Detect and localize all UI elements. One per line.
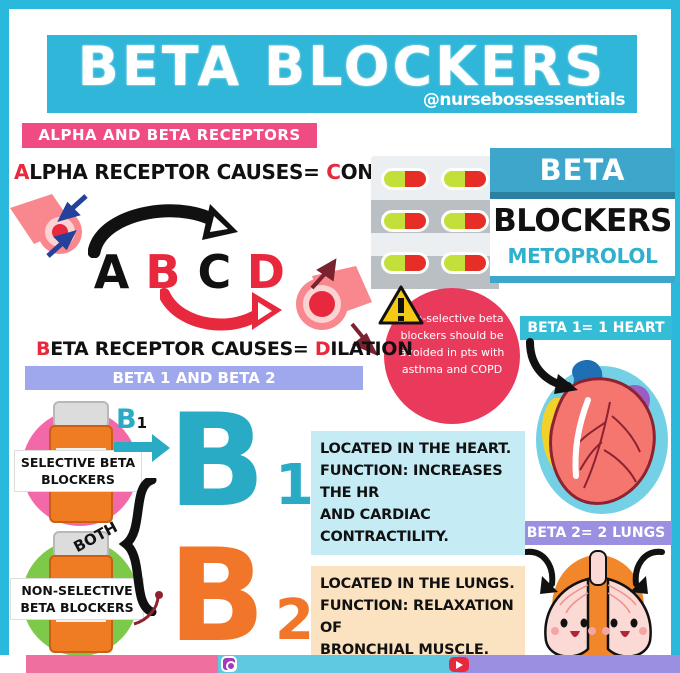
beta1-arrow-tag-sub: 1	[136, 414, 148, 432]
strip-segment	[26, 655, 218, 673]
abcd-mnemonic: A B C D	[88, 245, 289, 299]
strip-segment	[218, 655, 458, 673]
lungs-illustration	[544, 550, 652, 659]
beta2-description-line2: FUNCTION: RELAXATION OF	[320, 598, 514, 636]
section-header-beta-types: BETA 1 AND BETA 2	[25, 366, 363, 390]
warning-text: Non-selective beta blockers should be av…	[399, 312, 505, 376]
frame-border-right	[671, 0, 680, 673]
beta1-heart-label: BETA 1= 1 HEART	[520, 316, 672, 340]
beta1-symbol: B	[168, 387, 266, 536]
selective-bottle-label-line2: BLOCKERS	[41, 472, 115, 487]
beta1-description-line1: LOCATED IN THE HEART.	[320, 441, 511, 457]
nonselective-bottle-label-line1: NON-SELECTIVE	[21, 583, 133, 598]
capsule-icon	[441, 252, 489, 274]
dilation-arrows-icon	[310, 258, 379, 357]
beta1-arrow-icon	[114, 434, 170, 462]
heart-illustration	[536, 359, 668, 514]
constriction-arrows-icon	[46, 194, 88, 258]
frame-border-left	[0, 0, 9, 673]
product-card-top: BETA	[490, 148, 675, 192]
curved-arrow-down-right-icon	[88, 204, 238, 258]
beta2-description: LOCATED IN THE LUNGS. FUNCTION: RELAXATI…	[311, 566, 525, 668]
section-header-beta-types-label: BETA 1 AND BETA 2	[112, 369, 276, 387]
product-card-beta-label: BETA	[539, 153, 626, 187]
selective-bottle-label-line1: SELECTIVE BETA	[20, 455, 136, 470]
mnemonic-letter-d: D	[246, 245, 285, 299]
beta1-description: LOCATED IN THE HEART. FUNCTION: INCREASE…	[311, 431, 525, 555]
section-header-receptors-label: ALPHA AND BETA RECEPTORS	[38, 126, 301, 144]
section-header-receptors: ALPHA AND BETA RECEPTORS	[22, 123, 317, 148]
strip-segment	[0, 655, 26, 673]
beta-receptor-statement: BETA RECEPTOR CAUSES= DILATION	[36, 338, 413, 360]
title-banner: BETA BLOCKERS @nursebossessentials	[47, 35, 637, 113]
footer-social-strip	[0, 655, 680, 673]
beta2-lungs-label-text: BETA 2= 2 LUNGS	[526, 525, 666, 541]
beta1-description-line3: AND CARDIAC CONTRACTILITY.	[320, 507, 449, 545]
beta2-description-line1: LOCATED IN THE LUNGS.	[320, 576, 515, 592]
beta1-arrow-tag-symbol: B	[116, 404, 137, 435]
capsule-icon	[441, 210, 489, 232]
beta2-symbol: B	[168, 522, 266, 671]
selective-bottle-label: SELECTIVE BETA BLOCKERS	[14, 450, 142, 492]
frame-border-top	[0, 0, 680, 9]
product-card-divider	[490, 192, 675, 199]
product-card-drug-name: METOPROLOL	[507, 244, 658, 268]
product-card-blockers-label: BLOCKERS	[493, 203, 672, 239]
beta2-lungs-label: BETA 2= 2 LUNGS	[520, 521, 672, 545]
beta-initial: B	[36, 338, 51, 360]
heart-pointer-arrow-icon	[526, 338, 578, 394]
blister-pack-illustration	[371, 156, 499, 289]
beta-statement-mid: ETA RECEPTOR CAUSES=	[50, 338, 315, 360]
alpha-receptor-statement: ALPHA RECEPTOR CAUSES= CONSTRICTION	[14, 160, 492, 184]
alpha-statement-mid: LPHA RECEPTOR CAUSES=	[29, 160, 327, 184]
capsule-icon	[381, 168, 429, 190]
lungs-pointer-arrows-icon	[523, 548, 665, 594]
beta1-heart-label-text: BETA 1= 1 HEART	[527, 320, 665, 336]
capsule-icon	[381, 252, 429, 274]
beta2-description-line3: BRONCHIAL MUSCLE.	[320, 642, 489, 658]
nonselective-bottle-label: NON-SELECTIVE BETA BLOCKERS	[10, 578, 144, 620]
constricted-vessel-illustration	[10, 194, 82, 254]
warning-triangle-icon	[378, 285, 424, 325]
page-title: BETA BLOCKERS	[77, 35, 607, 98]
alpha-initial: A	[14, 160, 30, 184]
product-card-bottom-rule	[490, 276, 675, 283]
beta1-description-line2: FUNCTION: INCREASES THE HR	[320, 463, 503, 501]
curved-arrow-up-right-red-icon	[160, 288, 282, 331]
instagram-icon[interactable]	[221, 656, 237, 672]
dilation-initial: D	[314, 338, 331, 360]
beta1-arrow-tag: B1	[116, 404, 147, 435]
constriction-initial: C	[326, 160, 341, 184]
nonselective-bottle-label-line2: BETA BLOCKERS	[20, 600, 134, 615]
youtube-icon[interactable]	[449, 657, 469, 672]
beta-statement-suffix: ILATION	[330, 338, 413, 360]
beta1-subscript: 1	[275, 453, 314, 518]
capsule-icon	[381, 210, 429, 232]
product-card: BETA BLOCKERS METOPROLOL	[490, 148, 675, 283]
both-brace-icon	[118, 478, 157, 616]
author-handle: @nursebossessentials	[422, 90, 626, 110]
beta2-subscript: 2	[275, 588, 314, 653]
capsule-icon	[441, 168, 489, 190]
dilated-vessel-illustration	[296, 266, 372, 330]
strip-segment	[458, 655, 680, 673]
brace-tail-arrow-icon	[133, 591, 163, 626]
mnemonic-letter-c: C	[197, 245, 232, 299]
mnemonic-letter-a: A	[93, 245, 130, 299]
